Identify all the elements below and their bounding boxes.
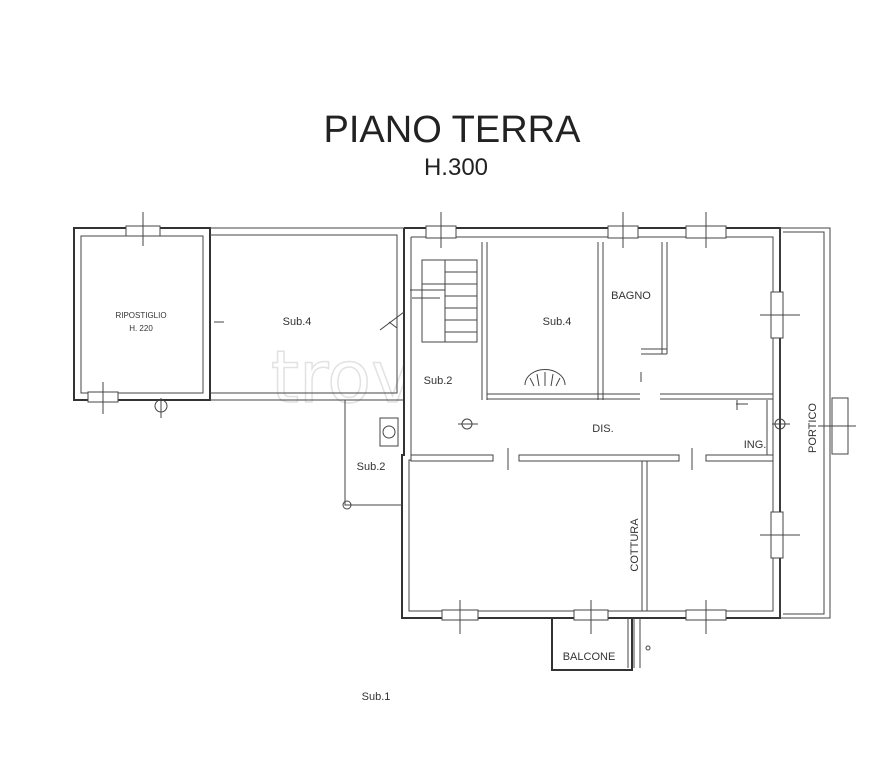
room-label-cottura: COTTURA [629, 518, 641, 572]
room-label-sub2-stair: Sub.2 [424, 375, 453, 387]
plan-height: H.300 [424, 154, 488, 181]
room-label-dis: DIS. [592, 423, 613, 435]
room-label-ing: ING. [744, 439, 767, 451]
door-marks [154, 321, 790, 470]
room-label-sub4-right: Sub.4 [543, 316, 572, 328]
room-label-ripostiglio-height: H. 220 [129, 324, 153, 333]
room-label-balcone: BALCONE [563, 651, 616, 663]
room-label-sub2-lower: Sub.2 [357, 461, 386, 473]
room-label-portico: PORTICO [807, 403, 819, 453]
room-label-bagno: BAGNO [611, 290, 651, 302]
room-label-sub1: Sub.1 [362, 691, 391, 703]
room-label-sub4-left: Sub.4 [283, 316, 312, 328]
room-label-ripostiglio: RIPOSTIGLIO [115, 311, 166, 320]
interior-walls [216, 242, 774, 671]
outer-walls [73, 227, 831, 619]
plan-title: PIANO TERRA [324, 109, 582, 151]
staircase [410, 259, 566, 387]
windows [87, 212, 856, 634]
